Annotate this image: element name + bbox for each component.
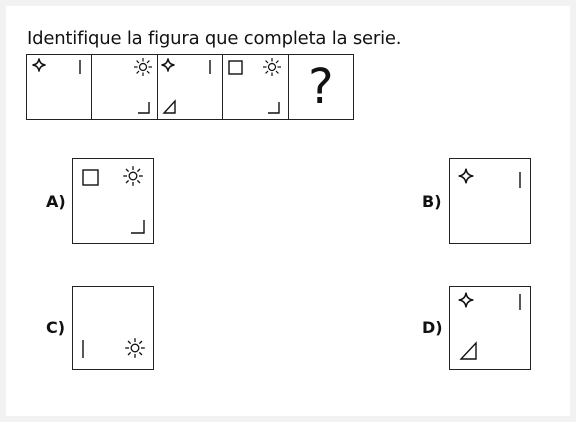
vertical-line-icon <box>79 60 81 74</box>
vertical-line-icon <box>519 172 521 188</box>
triangle-icon <box>162 99 176 114</box>
option-c-box[interactable] <box>72 286 154 370</box>
sun-icon <box>123 166 143 186</box>
vertical-line-icon <box>82 340 84 358</box>
sun-icon <box>134 58 153 76</box>
vertical-line-icon <box>209 60 211 74</box>
option-b-label: B) <box>422 192 442 211</box>
series-strip: ? <box>26 54 354 120</box>
option-a-box[interactable] <box>72 158 154 244</box>
series-cell-3 <box>158 55 224 119</box>
star-icon <box>458 168 474 184</box>
star-icon <box>161 58 175 72</box>
square-icon <box>82 169 99 186</box>
option-c-label: C) <box>46 318 66 337</box>
sun-icon <box>263 58 282 76</box>
question-text: Identifique la figura que completa la se… <box>27 28 402 49</box>
option-b-box[interactable] <box>449 158 531 244</box>
corner-icon <box>131 220 145 234</box>
series-cell-5: ? <box>289 55 353 119</box>
triangle-icon <box>459 341 477 360</box>
corner-icon <box>138 102 151 114</box>
star-icon <box>32 58 46 72</box>
vertical-line-icon <box>519 294 521 310</box>
square-icon <box>228 60 243 75</box>
option-d-label: D) <box>422 318 443 337</box>
option-a-label: A) <box>46 192 66 211</box>
sun-icon <box>125 338 145 358</box>
series-cell-1 <box>27 55 93 119</box>
series-cell-2 <box>92 55 158 119</box>
star-icon <box>458 292 474 308</box>
missing-figure-mark: ? <box>308 59 334 115</box>
corner-icon <box>268 102 280 114</box>
option-d-box[interactable] <box>449 286 531 370</box>
series-cell-4 <box>223 55 289 119</box>
